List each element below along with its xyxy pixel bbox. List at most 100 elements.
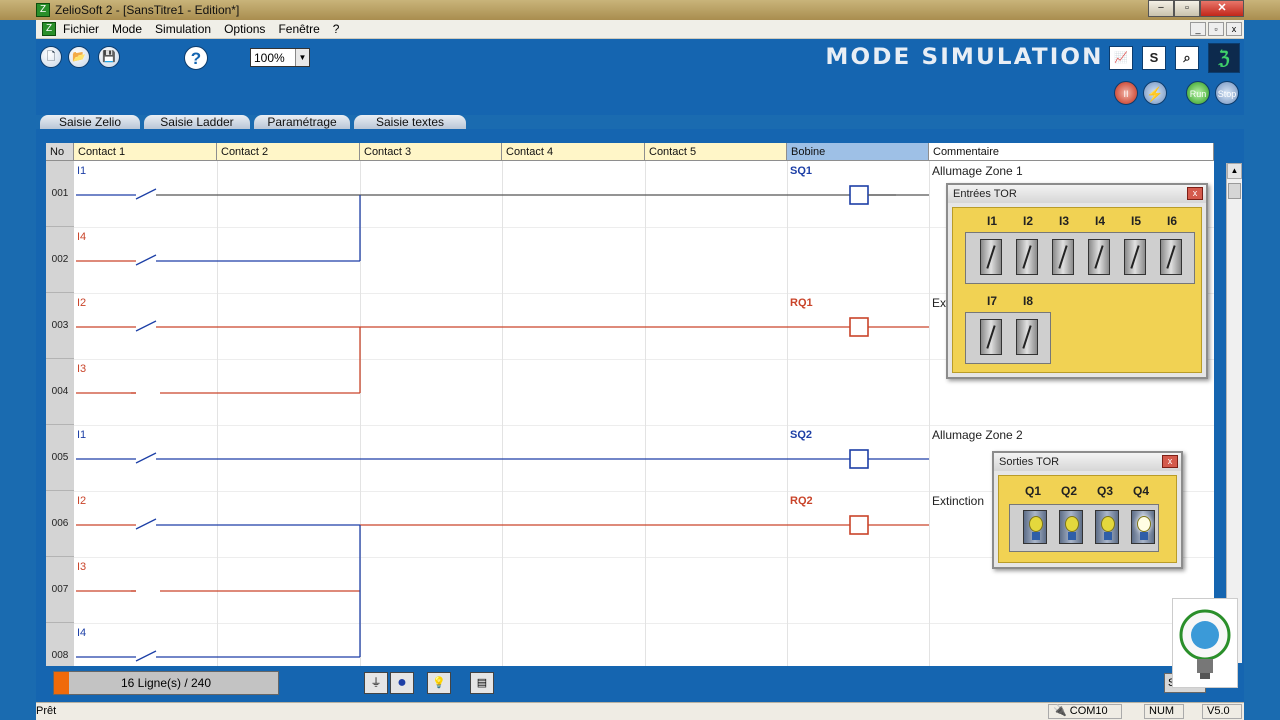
rung-comment[interactable]: Allumage Zone 2 bbox=[932, 428, 1023, 442]
toolbar: 🗋 📂 💾 ? 100% ▼ MODE SIMULATION 📈 S ⌕ ℨ I… bbox=[36, 39, 1244, 115]
mdi-close-button[interactable]: x bbox=[1226, 22, 1242, 36]
contact-closed-symbol bbox=[135, 518, 157, 530]
coil-sq1[interactable] bbox=[849, 185, 869, 205]
stop-button[interactable]: Stop bbox=[1215, 81, 1239, 105]
coil-label[interactable]: SQ2 bbox=[790, 429, 813, 441]
rung-comment[interactable]: Allumage Zone 1 bbox=[932, 164, 1023, 178]
output-lamp-q4 bbox=[1131, 510, 1155, 544]
input-label: I4 bbox=[1095, 214, 1106, 228]
menu-mode[interactable]: Mode bbox=[112, 22, 143, 36]
rung-comment[interactable]: Ex bbox=[932, 296, 947, 310]
save-icon[interactable]: 💾 bbox=[98, 46, 120, 68]
contact-closed-symbol bbox=[135, 320, 157, 332]
row-divider bbox=[74, 623, 1214, 624]
menu-options[interactable]: Options bbox=[224, 22, 266, 36]
input-switch-i6[interactable] bbox=[1160, 239, 1182, 275]
run-button[interactable]: Run bbox=[1186, 81, 1210, 105]
input-label: I8 bbox=[1023, 294, 1034, 308]
menu-fichier[interactable]: Fichier bbox=[63, 22, 100, 36]
close-icon[interactable]: x bbox=[1187, 187, 1203, 200]
tab-strip: Saisie Zelio Saisie Ladder Paramétrage S… bbox=[36, 115, 1244, 129]
row-divider bbox=[74, 491, 1214, 492]
contact-label[interactable]: I4 bbox=[77, 231, 87, 243]
progress-text: 16 Ligne(s) / 240 bbox=[120, 676, 212, 690]
lamp-icon[interactable]: 💡 bbox=[427, 672, 451, 694]
coil-label[interactable]: RQ2 bbox=[790, 495, 813, 507]
rung-comment[interactable]: Extinction bbox=[932, 494, 985, 508]
contact-label[interactable]: I3 bbox=[77, 363, 87, 375]
row-number: 002 bbox=[46, 227, 74, 293]
row-divider bbox=[74, 557, 1214, 558]
contact-label[interactable]: I4 bbox=[77, 627, 87, 639]
input-switch-i1[interactable] bbox=[980, 239, 1002, 275]
column-divider bbox=[929, 161, 930, 666]
input-switch-i8[interactable] bbox=[1016, 319, 1038, 355]
tab-parametrage[interactable]: Paramétrage bbox=[254, 115, 350, 129]
document-icon[interactable]: Z bbox=[42, 22, 56, 36]
menu-help[interactable]: ? bbox=[332, 22, 340, 36]
open-folder-icon[interactable]: 📂 bbox=[68, 46, 90, 68]
row-number: 005 bbox=[46, 425, 74, 491]
contact-label[interactable]: I3 bbox=[77, 561, 87, 573]
lines-progress: 16 Ligne(s) / 240 bbox=[53, 671, 279, 695]
progress-fill bbox=[54, 672, 69, 694]
column-divider bbox=[787, 161, 788, 666]
maximize-button[interactable]: ▫ bbox=[1174, 0, 1200, 17]
scroll-thumb[interactable] bbox=[1228, 183, 1241, 199]
input-switch-i5[interactable] bbox=[1124, 239, 1146, 275]
coil-rq2[interactable] bbox=[849, 515, 869, 535]
row-number: 001 bbox=[46, 161, 74, 227]
outputs-panel-title: Sorties TOR bbox=[994, 453, 1181, 471]
monitor-icon[interactable]: 📈 bbox=[1109, 46, 1133, 70]
tab-saisie-textes[interactable]: Saisie textes bbox=[354, 115, 466, 129]
output-label: Q1 bbox=[1025, 484, 1042, 498]
minimize-button[interactable]: − bbox=[1148, 0, 1174, 17]
output-lamp-q1 bbox=[1023, 510, 1047, 544]
mdi-restore-button[interactable]: ▫ bbox=[1208, 22, 1224, 36]
menu-fenetre[interactable]: Fenêtre bbox=[278, 22, 320, 36]
menu-simulation[interactable]: Simulation bbox=[155, 22, 212, 36]
module-icon[interactable]: ▤ bbox=[470, 672, 494, 694]
tab-saisie-ladder[interactable]: Saisie Ladder bbox=[144, 115, 250, 129]
header-contact5: Contact 5 bbox=[645, 143, 787, 161]
input-switch-i4[interactable] bbox=[1088, 239, 1110, 275]
zoom-select[interactable]: 100% ▼ bbox=[250, 48, 310, 67]
s-button[interactable]: S bbox=[1142, 46, 1166, 70]
zoom-value: 100% bbox=[254, 51, 285, 65]
record-icon[interactable]: ● bbox=[390, 672, 414, 694]
new-file-icon[interactable]: 🗋 bbox=[40, 46, 62, 68]
mdi-minimize-button[interactable]: _ bbox=[1190, 22, 1206, 36]
input-switch-i3[interactable] bbox=[1052, 239, 1074, 275]
status-ready: Prêt bbox=[36, 705, 57, 717]
lightning-icon[interactable]: ⚡ bbox=[1143, 81, 1167, 105]
row-divider bbox=[74, 227, 1214, 228]
input-label: I5 bbox=[1131, 214, 1142, 228]
search-icon[interactable]: ⌕ bbox=[1175, 46, 1199, 70]
close-button[interactable]: ✕ bbox=[1200, 0, 1244, 17]
coil-label[interactable]: RQ1 bbox=[790, 297, 813, 309]
wiring-icon[interactable]: ⏚ bbox=[364, 672, 388, 694]
contact-label[interactable]: I2 bbox=[77, 297, 87, 309]
contact-label[interactable]: I1 bbox=[77, 429, 87, 441]
close-icon[interactable]: x bbox=[1162, 455, 1178, 468]
output-lamp-q2 bbox=[1059, 510, 1083, 544]
scroll-up-icon[interactable]: ▲ bbox=[1227, 163, 1242, 179]
coil-label[interactable]: SQ1 bbox=[790, 165, 813, 177]
contact-label[interactable]: I1 bbox=[77, 165, 87, 177]
help-icon[interactable]: ? bbox=[184, 46, 208, 70]
coil-rq1[interactable] bbox=[849, 317, 869, 337]
input-switch-i2[interactable] bbox=[1016, 239, 1038, 275]
contact-label[interactable]: I2 bbox=[77, 495, 87, 507]
chevron-down-icon[interactable]: ▼ bbox=[295, 49, 309, 66]
tab-saisie-zelio[interactable]: Saisie Zelio bbox=[40, 115, 140, 129]
column-divider bbox=[360, 161, 361, 666]
coil-sq2[interactable] bbox=[849, 449, 869, 469]
pause-icon[interactable]: II bbox=[1114, 81, 1138, 105]
status-port: 🔌 COM10 bbox=[1048, 704, 1122, 719]
vertical-scrollbar[interactable]: ▲ bbox=[1226, 163, 1242, 663]
header-commentaire: Commentaire bbox=[929, 143, 1214, 161]
input-switch-i7[interactable] bbox=[980, 319, 1002, 355]
